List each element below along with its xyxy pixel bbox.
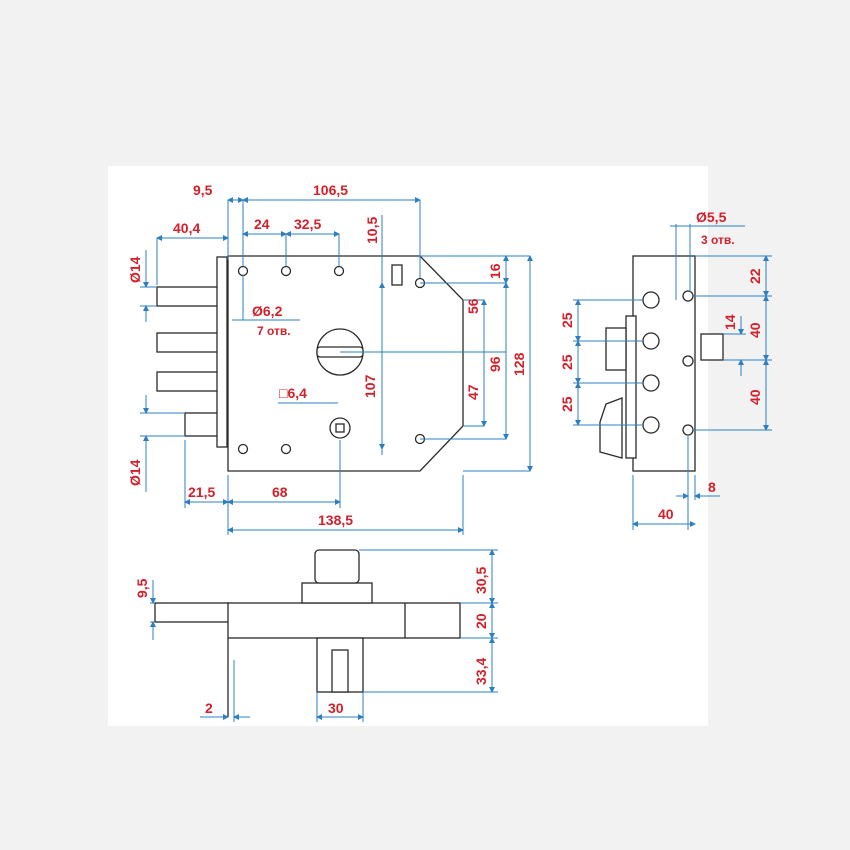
dim-9-5-bottom: 9,5: [134, 578, 150, 598]
dim-25-a: 25: [559, 312, 575, 328]
dim-138-5: 138,5: [318, 512, 353, 528]
side-view: [599, 255, 724, 472]
side-hole: [642, 416, 660, 434]
mounting-hole: [280, 265, 292, 277]
dim-9-5: 9,5: [193, 182, 213, 198]
dim-68: 68: [272, 484, 288, 500]
dim-20: 20: [473, 613, 489, 629]
front-view: [156, 255, 464, 472]
side-screw: [682, 355, 694, 367]
dim-40-4: 40,4: [173, 220, 200, 236]
side-hole: [642, 374, 660, 392]
bottom-bolt: [154, 602, 230, 623]
dim-40-side-b: 40: [747, 389, 763, 405]
dim-40-side-bottom: 40: [658, 506, 674, 522]
hole-count-note: 7 отв.: [257, 324, 291, 338]
dim-2: 2: [205, 700, 213, 716]
side-screw: [682, 424, 694, 436]
dim-33-4: 33,4: [473, 658, 489, 685]
bolt-base: [216, 256, 228, 448]
side-hole: [642, 291, 660, 309]
dim-56: 56: [465, 298, 481, 314]
dimension-labels: 9,5 106,5 40,4 24 32,5 10,5 Ø14 Ø14 Ø6,2…: [127, 182, 763, 716]
side-cylinder: [599, 397, 623, 459]
bolt: [156, 332, 222, 353]
dimension-lines: [140, 197, 772, 722]
dim-96: 96: [487, 356, 503, 372]
mounting-hole: [237, 443, 249, 455]
key-slot: [391, 264, 403, 286]
dim-107: 107: [362, 374, 378, 398]
bolt: [184, 412, 222, 437]
dim-dia-14-bottom: Ø14: [127, 459, 143, 486]
hole-size-note: Ø6,2: [252, 303, 283, 319]
bottom-case: [227, 602, 461, 639]
dim-16: 16: [487, 263, 503, 279]
dim-30: 30: [328, 700, 344, 716]
side-screw: [682, 290, 694, 302]
dim-128: 128: [511, 352, 527, 376]
bottom-view: [154, 549, 461, 717]
mounting-hole: [237, 265, 249, 277]
dim-47: 47: [465, 384, 481, 400]
spindle-square: [335, 423, 345, 433]
mounting-hole: [333, 265, 345, 277]
mounting-hole: [280, 443, 292, 455]
bottom-knob-base: [301, 582, 373, 604]
side-tab: [700, 333, 724, 361]
dim-40-side-a: 40: [747, 322, 763, 338]
dim-14-side: 14: [722, 314, 738, 330]
dim-8: 8: [708, 479, 716, 495]
bottom-knob: [314, 549, 360, 584]
dim-10-5: 10,5: [364, 217, 380, 244]
dim-24: 24: [254, 216, 270, 232]
side-face: [625, 315, 637, 459]
bolt: [156, 286, 222, 307]
dim-22: 22: [747, 268, 763, 284]
side-hole-size: Ø5,5: [696, 209, 727, 225]
square-note: □6,4: [279, 385, 307, 401]
dim-25-b: 25: [559, 354, 575, 370]
bolt: [156, 371, 222, 392]
dim-21-5: 21,5: [188, 484, 215, 500]
bottom-cylinder-inner: [331, 649, 349, 693]
dim-dia-14-top: Ø14: [127, 256, 143, 283]
side-hole: [642, 332, 660, 350]
dim-106-5: 106,5: [313, 182, 348, 198]
side-knob: [605, 327, 627, 371]
dim-30-5: 30,5: [473, 567, 489, 594]
dim-32-5: 32,5: [294, 216, 321, 232]
side-hole-count: 3 отв.: [701, 233, 735, 247]
dim-25-c: 25: [559, 396, 575, 412]
